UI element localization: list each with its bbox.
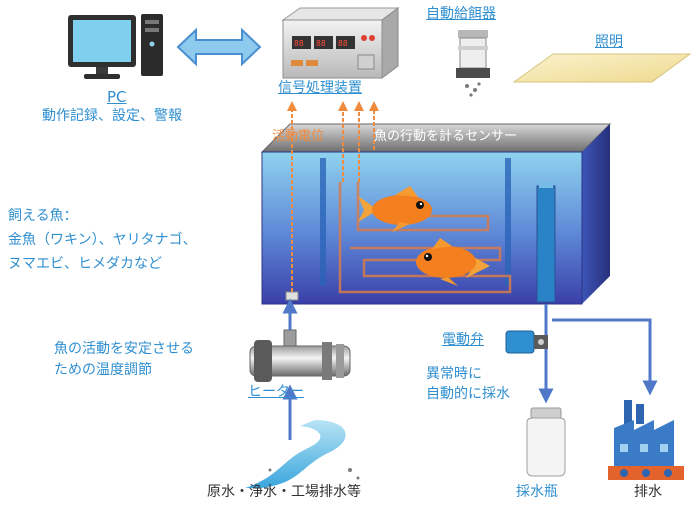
pc-label: PC xyxy=(107,88,127,106)
drain-label: 排水 xyxy=(634,484,662,500)
light-panel-icon xyxy=(512,53,692,83)
river-icon xyxy=(245,420,360,488)
bidirectional-arrow-icon xyxy=(176,27,262,67)
abnormal-note-line2: 自動的に採水 xyxy=(426,386,510,402)
auto-feeder-label: 自動給餌器 xyxy=(426,6,496,22)
bottle-icon xyxy=(526,407,566,477)
svg-text:88: 88 xyxy=(338,39,348,48)
lighting-label: 照明 xyxy=(595,34,623,50)
tank xyxy=(260,123,612,305)
abnormal-note-line1: 異常時に xyxy=(426,366,482,382)
heater-description-line2: ための温度調節 xyxy=(54,362,152,378)
heater-description-line1: 魚の活動を安定させる xyxy=(54,341,194,357)
fish-title: 飼える魚： xyxy=(8,208,78,224)
fish-list-line1: 金魚（ワキン）、ヤリタナゴ、 xyxy=(8,232,197,248)
fish-icon xyxy=(416,238,490,286)
action-potential-label: 活動電位 xyxy=(272,129,325,144)
heater-label: ヒーター xyxy=(248,384,304,400)
signal-lines xyxy=(287,101,379,292)
valve-icon xyxy=(505,330,548,354)
fish-list-line2: ヌマエビ、ヒメダカなど xyxy=(8,256,162,272)
signal-processor-device-icon: 88 88 88 xyxy=(281,7,400,79)
feeder-icon xyxy=(456,30,490,97)
fish-icon xyxy=(358,186,432,232)
sample-bottle-label: 採水瓶 xyxy=(516,484,558,500)
pc-description: 動作記録、設定、警報 xyxy=(42,108,182,124)
svg-text:88: 88 xyxy=(316,39,326,48)
signal-processor-label: 信号処理装置 xyxy=(278,80,362,96)
sensor-label: 魚の行動を計るセンサー xyxy=(374,129,518,144)
computer-icon xyxy=(68,14,163,79)
valve-label: 電動弁 xyxy=(442,332,484,348)
heater-icon xyxy=(249,329,351,382)
water-source-label: 原水・浄水・工場排水等 xyxy=(207,484,361,500)
water-flow-lines xyxy=(282,298,658,440)
factory-icon xyxy=(608,400,684,480)
svg-text:88: 88 xyxy=(294,39,304,48)
